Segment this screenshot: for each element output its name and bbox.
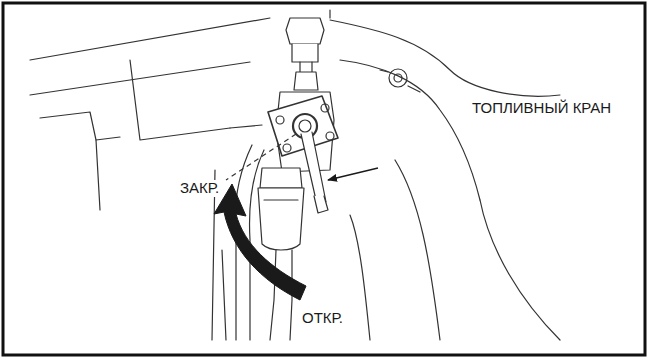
frame — [3, 3, 645, 355]
turn-arrow — [214, 184, 306, 300]
position-label: ЗАКР. — [178, 180, 221, 197]
position-label: ОТКР. — [300, 310, 345, 327]
closed-position-line — [226, 134, 296, 180]
leader-arrow — [328, 168, 378, 180]
part-name: ТОПЛИВНЫЙ КРАН — [470, 100, 613, 117]
